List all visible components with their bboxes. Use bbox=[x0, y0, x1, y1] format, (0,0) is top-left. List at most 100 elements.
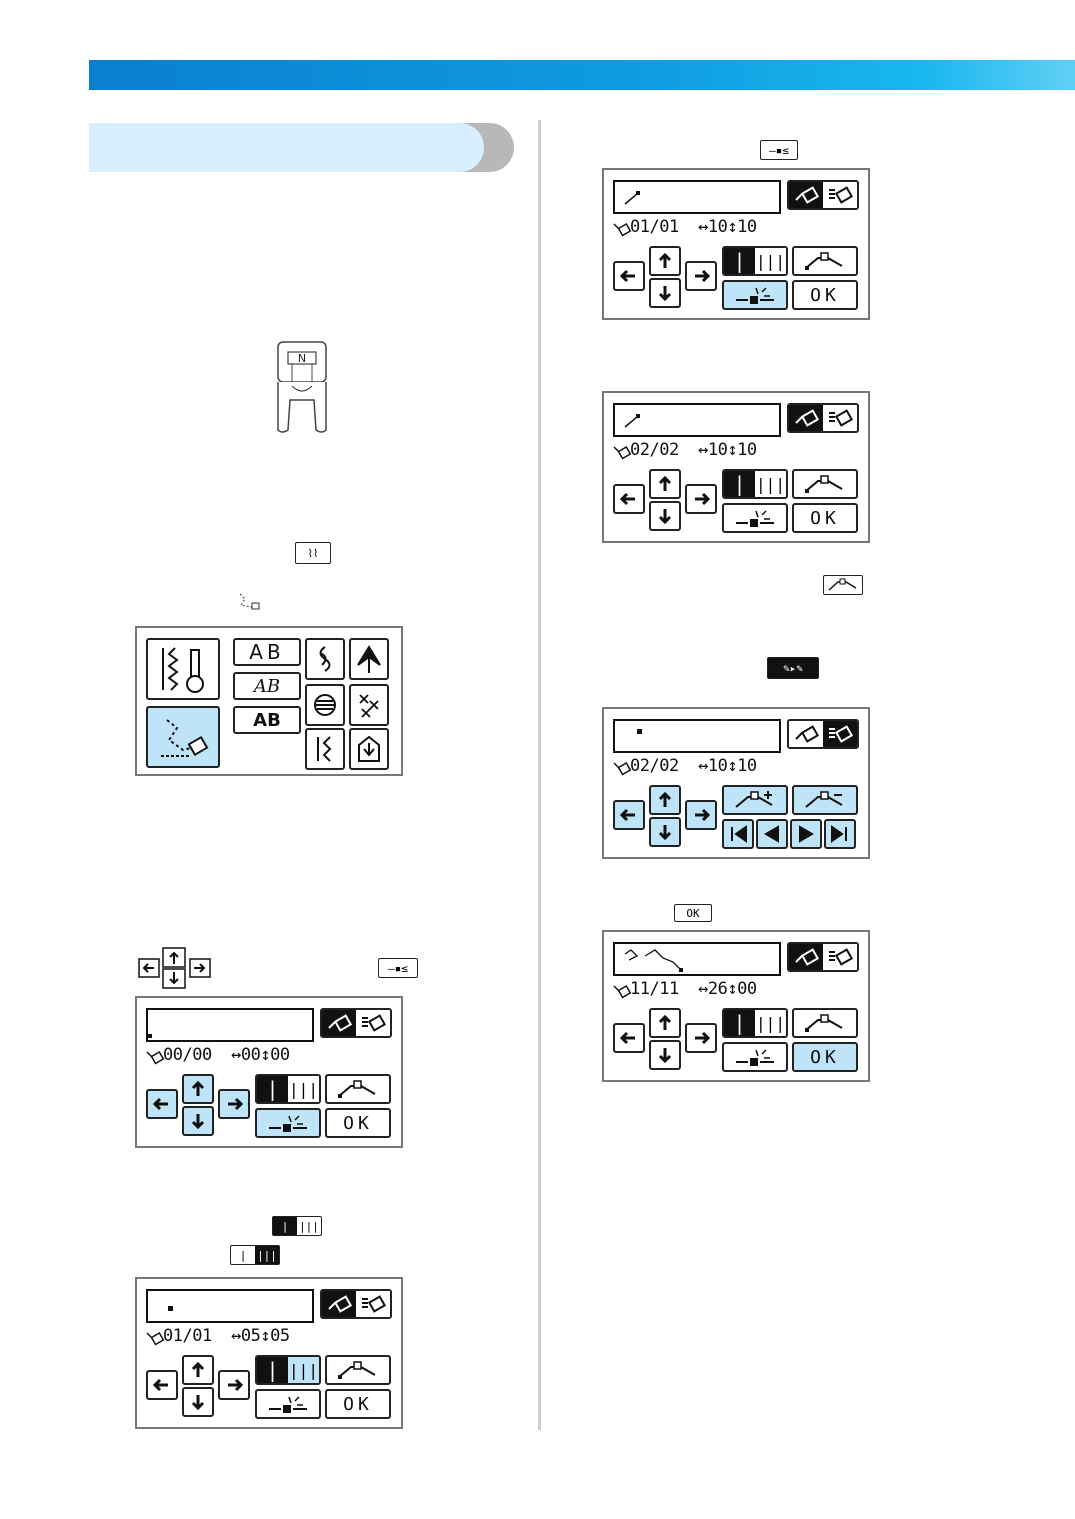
arrow-up-button[interactable] bbox=[649, 785, 681, 815]
character-outline-button[interactable]: AB bbox=[233, 638, 301, 666]
move-point-button[interactable] bbox=[792, 1008, 858, 1038]
point-edit-icon[interactable] bbox=[789, 182, 823, 208]
single-triple-stitch-toggle[interactable]: |||| bbox=[722, 246, 788, 276]
block-edit-icon[interactable] bbox=[356, 1010, 390, 1036]
custom-stitch-screen-6: 11/11 ↔26↕00||||OK bbox=[602, 930, 870, 1082]
triple-stitch-option[interactable]: ||| bbox=[288, 1357, 319, 1383]
arrow-right-button[interactable] bbox=[218, 1089, 250, 1119]
stitch-status-readout: 01/01 ↔05↕05 bbox=[163, 1326, 290, 1346]
arrow-left-button[interactable] bbox=[613, 800, 645, 830]
move-point-button[interactable] bbox=[792, 469, 858, 499]
move-point-button[interactable] bbox=[325, 1355, 391, 1385]
block-edit-icon[interactable] bbox=[356, 1291, 390, 1317]
set-point-button[interactable] bbox=[255, 1389, 321, 1419]
arrow-left-button[interactable] bbox=[613, 1023, 645, 1053]
next-point-button[interactable] bbox=[790, 819, 822, 849]
arrow-up-button[interactable] bbox=[649, 469, 681, 499]
single-triple-stitch-toggle[interactable]: |||| bbox=[722, 1008, 788, 1038]
set-point-button[interactable] bbox=[722, 1042, 788, 1072]
point-edit-icon[interactable] bbox=[789, 721, 823, 747]
arrow-left-button[interactable] bbox=[146, 1089, 178, 1119]
point-edit-icon[interactable] bbox=[789, 944, 823, 970]
set-point-button[interactable] bbox=[722, 503, 788, 533]
arrow-down-button[interactable] bbox=[649, 278, 681, 308]
point-edit-icon[interactable] bbox=[789, 405, 823, 431]
arrow-up-button[interactable] bbox=[182, 1074, 214, 1104]
single-triple-mode-inline-icon-b: |||| bbox=[230, 1245, 280, 1265]
stitch-edit-mode-toggle[interactable] bbox=[320, 1289, 392, 1319]
stitch-display bbox=[613, 403, 781, 437]
arrow-down-button[interactable] bbox=[182, 1387, 214, 1417]
memory-pocket-button[interactable] bbox=[349, 728, 389, 770]
block-edit-icon[interactable] bbox=[823, 182, 857, 208]
stitch-edit-mode-toggle[interactable] bbox=[787, 403, 859, 433]
character-script-button[interactable]: AB bbox=[233, 672, 301, 700]
stitch-display bbox=[613, 180, 781, 214]
edit-mode-toggle-inline-icon: ✎▸✎ bbox=[767, 657, 819, 679]
set-point-button[interactable] bbox=[255, 1108, 321, 1138]
ok-button[interactable]: OK bbox=[792, 280, 858, 310]
single-triple-stitch-toggle[interactable]: |||| bbox=[255, 1355, 321, 1385]
triple-stitch-option[interactable]: ||| bbox=[755, 248, 786, 274]
prev-point-button[interactable] bbox=[756, 819, 788, 849]
ok-button[interactable]: OK bbox=[325, 1108, 391, 1138]
block-edit-icon[interactable] bbox=[823, 405, 857, 431]
arrow-down-button[interactable] bbox=[182, 1106, 214, 1136]
arrow-left-button[interactable] bbox=[146, 1370, 178, 1400]
ok-button[interactable]: OK bbox=[325, 1389, 391, 1419]
single-triple-stitch-toggle[interactable]: |||| bbox=[255, 1074, 321, 1104]
stitch-display bbox=[146, 1008, 314, 1042]
presser-foot-n-icon: N bbox=[277, 341, 327, 433]
first-point-button[interactable] bbox=[722, 819, 754, 849]
arrow-right-button[interactable] bbox=[685, 484, 717, 514]
arrow-right-button[interactable] bbox=[685, 1023, 717, 1053]
decorative-stitch-button[interactable] bbox=[305, 638, 345, 680]
move-point-button[interactable] bbox=[325, 1074, 391, 1104]
triple-stitch-option[interactable]: ||| bbox=[288, 1076, 319, 1102]
block-edit-icon[interactable] bbox=[823, 944, 857, 970]
set-point-button[interactable] bbox=[722, 280, 788, 310]
triple-stitch-option[interactable]: ||| bbox=[755, 1010, 786, 1036]
my-custom-stitch-category-button[interactable] bbox=[146, 706, 220, 768]
single-stitch-option[interactable]: | bbox=[724, 248, 755, 274]
arrow-up-button[interactable] bbox=[182, 1355, 214, 1385]
stitch-edit-mode-toggle[interactable] bbox=[787, 942, 859, 972]
stitch-display bbox=[613, 942, 781, 976]
stitch-edit-mode-toggle[interactable] bbox=[787, 719, 859, 749]
utility-stitch-category-button[interactable] bbox=[146, 638, 220, 700]
single-stitch-option[interactable]: | bbox=[724, 1010, 755, 1036]
heirloom-stitch-button[interactable] bbox=[305, 728, 345, 770]
triple-stitch-option[interactable]: ||| bbox=[755, 471, 786, 497]
arrow-right-button[interactable] bbox=[218, 1370, 250, 1400]
arrow-up-button[interactable] bbox=[649, 1008, 681, 1038]
single-triple-stitch-toggle[interactable]: |||| bbox=[722, 469, 788, 499]
arrow-right-button[interactable] bbox=[685, 261, 717, 291]
single-stitch-option[interactable]: | bbox=[257, 1076, 288, 1102]
delete-point-button[interactable] bbox=[792, 785, 858, 815]
cross-stitch-button[interactable] bbox=[349, 684, 389, 726]
point-edit-icon[interactable] bbox=[322, 1010, 356, 1036]
ok-button[interactable]: OK bbox=[792, 503, 858, 533]
insert-point-button[interactable] bbox=[722, 785, 788, 815]
stitch-edit-mode-toggle[interactable] bbox=[787, 180, 859, 210]
point-edit-icon[interactable] bbox=[322, 1291, 356, 1317]
last-point-button[interactable] bbox=[824, 819, 856, 849]
single-stitch-option[interactable]: | bbox=[724, 471, 755, 497]
move-point-button[interactable] bbox=[792, 246, 858, 276]
ok-button[interactable]: OK bbox=[792, 1042, 858, 1072]
arrow-down-button[interactable] bbox=[649, 501, 681, 531]
category-screen: AB AB AB bbox=[135, 626, 403, 776]
arrow-up-button[interactable] bbox=[649, 246, 681, 276]
arrow-right-button[interactable] bbox=[685, 800, 717, 830]
single-stitch-option[interactable]: | bbox=[257, 1357, 288, 1383]
stitch-edit-mode-toggle[interactable] bbox=[320, 1008, 392, 1038]
block-edit-icon[interactable] bbox=[823, 721, 857, 747]
arrow-left-button[interactable] bbox=[613, 261, 645, 291]
satin-stitch-button[interactable] bbox=[349, 638, 389, 680]
cross-stitch-round-button[interactable] bbox=[305, 684, 345, 726]
arrow-left-button[interactable] bbox=[613, 484, 645, 514]
arrow-down-button[interactable] bbox=[649, 1040, 681, 1070]
custom-stitch-screen-3: 01/01 ↔10↕10||||OK bbox=[602, 168, 870, 320]
character-block-button[interactable]: AB bbox=[233, 706, 301, 734]
arrow-down-button[interactable] bbox=[649, 817, 681, 847]
